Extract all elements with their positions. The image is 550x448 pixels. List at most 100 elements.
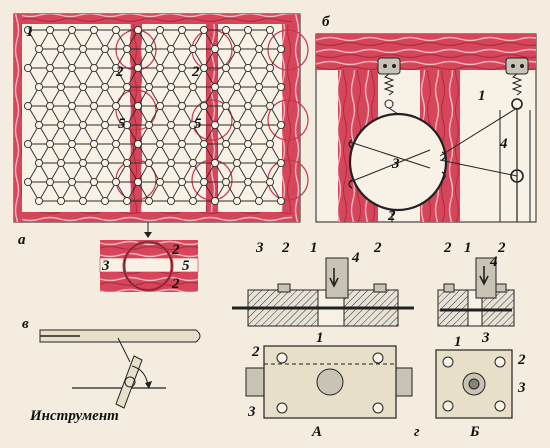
mesh-ring: [177, 63, 187, 73]
panel-label-g: г: [414, 424, 420, 440]
left-rail: [14, 14, 22, 222]
mesh-ring: [243, 63, 253, 73]
mesh-ring: [111, 63, 121, 73]
mesh-ring: [67, 25, 77, 35]
mesh-ring: [177, 101, 187, 111]
label-2b: 2: [191, 64, 200, 80]
spring-mesh: [23, 25, 286, 206]
mesh-ring: [100, 158, 110, 168]
mesh-ring: [133, 139, 143, 149]
mesh-ring: [265, 101, 275, 111]
panel-b-ring-closeup: 1 3 4 2: [315, 33, 537, 224]
mesh-ring: [166, 158, 176, 168]
mesh-ring: [188, 158, 198, 168]
mesh-ring: [188, 44, 198, 54]
mesh-ring: [254, 120, 264, 130]
g-a-label-2b: 2: [373, 240, 382, 256]
mesh-ring: [45, 101, 55, 111]
mesh-ring: [34, 120, 44, 130]
mesh-ring: [45, 25, 55, 35]
label-1: 1: [26, 24, 34, 40]
view-label-b: Б: [469, 424, 480, 440]
mesh-ring: [23, 177, 33, 187]
g-b-label-2b: 2: [497, 240, 506, 256]
mesh-ring: [166, 196, 176, 206]
mesh-ring: [188, 82, 198, 92]
mesh-ring: [144, 158, 154, 168]
mesh-ring: [100, 196, 110, 206]
mesh-ring: [210, 158, 220, 168]
mesh-ring: [111, 139, 121, 149]
b-label-4: 4: [499, 136, 508, 152]
mesh-ring: [56, 82, 66, 92]
mesh-ring: [100, 44, 110, 54]
panel-g-clamp-a: 3 2 1 4 2 2 1 3 А: [232, 240, 414, 440]
mesh-ring: [89, 63, 99, 73]
mesh-ring: [243, 25, 253, 35]
mesh-ring: [276, 44, 286, 54]
panel-a-ring-detail: 2 3 5 2: [99, 222, 199, 292]
g-a-label-3: 3: [255, 240, 264, 256]
panel-label-v: в: [22, 316, 29, 332]
mesh-ring: [232, 120, 242, 130]
mesh-ring: [45, 139, 55, 149]
mesh-ring: [243, 101, 253, 111]
mesh-ring: [34, 196, 44, 206]
top-beam: [316, 34, 536, 70]
mesh-ring: [144, 120, 154, 130]
mesh-ring: [23, 101, 33, 111]
mesh-ring: [78, 196, 88, 206]
detail-label-5: 5: [182, 258, 190, 274]
mesh-ring: [210, 82, 220, 92]
mesh-ring: [155, 63, 165, 73]
mesh-ring: [23, 63, 33, 73]
mesh-ring: [221, 177, 231, 187]
mesh-ring: [243, 139, 253, 149]
mesh-ring: [199, 139, 209, 149]
mesh-ring: [166, 82, 176, 92]
mesh-ring: [265, 63, 275, 73]
b-label-3: 3: [391, 156, 400, 172]
mesh-ring: [23, 25, 33, 35]
b-label-1: 1: [478, 88, 486, 104]
mesh-ring: [155, 101, 165, 111]
g-b-plan-label-3: 3: [517, 380, 526, 396]
g-a-label-1: 1: [310, 240, 318, 256]
tool-caption: Инструмент: [29, 408, 119, 424]
mesh-ring: [45, 63, 55, 73]
mesh-ring: [155, 177, 165, 187]
mesh-ring: [221, 63, 231, 73]
mesh-ring: [177, 25, 187, 35]
mesh-ring: [122, 44, 132, 54]
b-label-2: 2: [387, 208, 396, 224]
mesh-ring: [254, 44, 264, 54]
g-b-plan-label-2: 2: [517, 352, 526, 368]
g-a-plan-label-1: 1: [316, 330, 324, 346]
mesh-ring: [166, 120, 176, 130]
mesh-ring: [133, 177, 143, 187]
mesh-ring: [232, 196, 242, 206]
mesh-ring: [144, 44, 154, 54]
mesh-ring: [67, 139, 77, 149]
bottom-rail: [14, 212, 300, 222]
panel-label-b: б: [322, 14, 330, 30]
mesh-ring: [23, 139, 33, 149]
mesh-ring: [111, 25, 121, 35]
mesh-ring: [177, 177, 187, 187]
mesh-ring: [155, 25, 165, 35]
mesh-ring: [188, 120, 198, 130]
top-rail: [14, 14, 300, 24]
mesh-ring: [122, 196, 132, 206]
mesh-ring: [122, 158, 132, 168]
mesh-ring: [199, 25, 209, 35]
panel-label-a: а: [18, 232, 26, 248]
detail-label-3: 3: [101, 258, 110, 274]
mesh-ring: [265, 177, 275, 187]
mesh-ring: [155, 139, 165, 149]
mesh-ring: [276, 120, 286, 130]
mesh-ring: [89, 177, 99, 187]
mesh-ring: [166, 44, 176, 54]
mesh-ring: [199, 177, 209, 187]
